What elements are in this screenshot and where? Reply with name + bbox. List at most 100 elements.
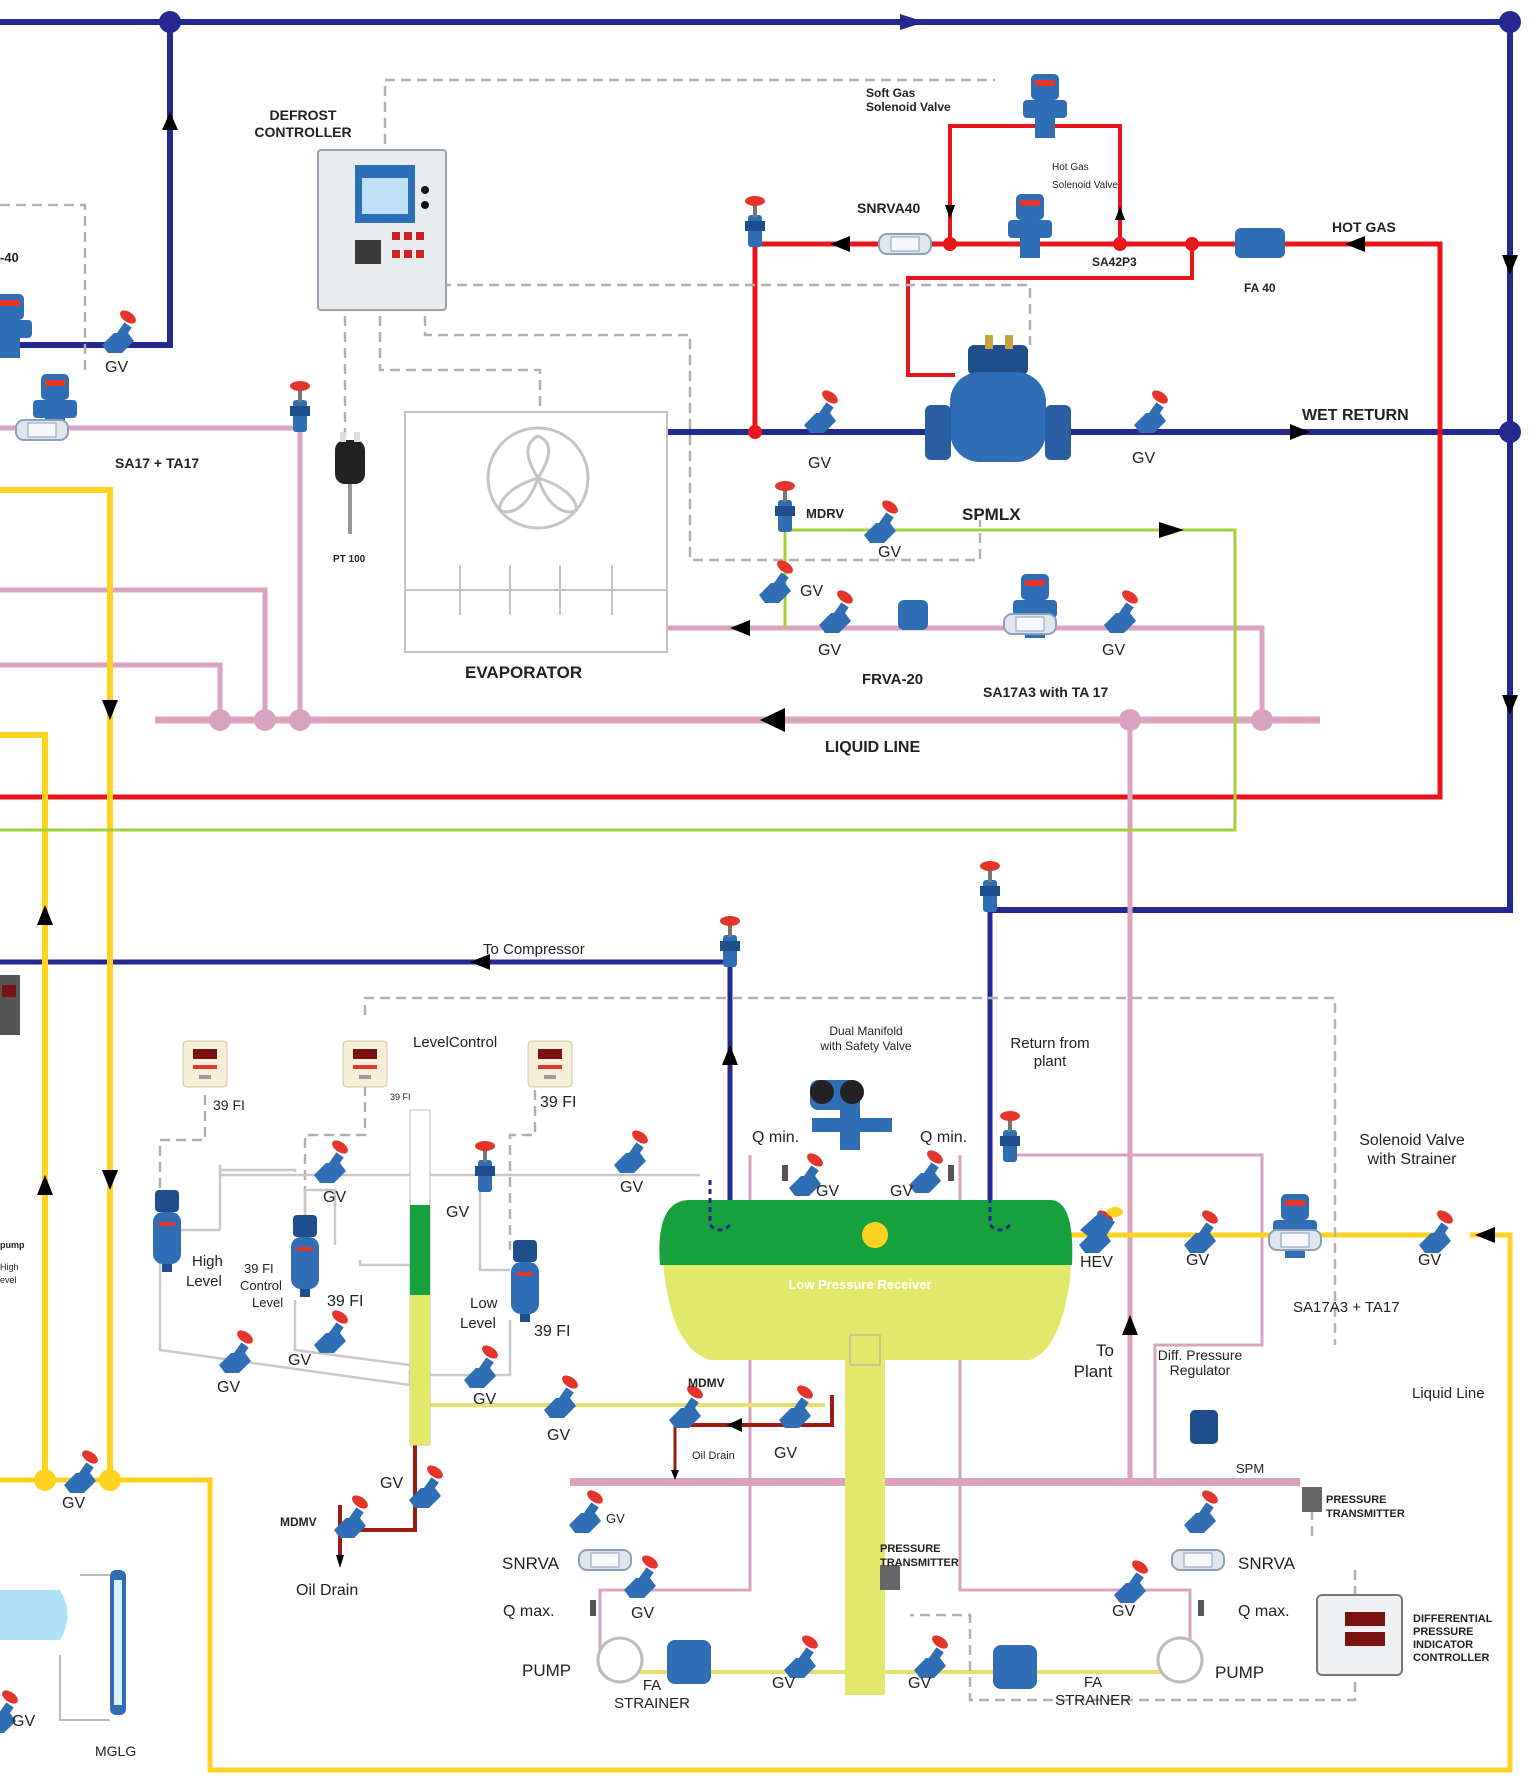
- dpic-label: DIFFERENTIAL: [1413, 1613, 1493, 1625]
- gv-label: GV: [800, 583, 823, 600]
- gv-label: GV: [473, 1391, 496, 1408]
- level-control-label: LevelControl: [413, 1034, 497, 1051]
- mdmv-label: MDMV: [688, 1376, 725, 1390]
- fa-strainer-left-label: FA: [643, 1677, 661, 1694]
- sa17a3-ta17-lower-label: SA17A3 + TA17: [1293, 1299, 1400, 1316]
- spm-label: SPM: [1236, 1461, 1264, 1476]
- q-min-right-label: Q min.: [920, 1129, 967, 1146]
- frva20-label: FRVA-20: [862, 671, 923, 688]
- left-pump-label: pump: [0, 1240, 25, 1250]
- snrva40-label: SNRVA40: [857, 200, 921, 216]
- lp-receiver: [659, 1180, 1073, 1695]
- pt100-label: PT 100: [333, 554, 366, 565]
- components: [0, 74, 1456, 1733]
- wet-return-label: WET RETURN: [1302, 407, 1409, 424]
- gv-label: GV: [890, 1183, 913, 1200]
- gv-label: GV: [816, 1183, 839, 1200]
- low-level-label-2: Level: [460, 1315, 496, 1332]
- dpic-label-3: INDICATOR: [1413, 1639, 1473, 1651]
- junction-dots: [34, 11, 1521, 1491]
- hot-gas-valve-label: Hot Gas: [1052, 162, 1089, 173]
- solenoid-strainer-label-2: with Strainer: [1367, 1151, 1458, 1168]
- gv-label: GV: [12, 1713, 35, 1730]
- snrva-left-label: SNRVA: [502, 1554, 560, 1573]
- gv-label: GV: [1132, 450, 1155, 467]
- pressure-transmitter-label: PRESSURE: [1326, 1494, 1387, 1506]
- to-compressor-label: To Compressor: [483, 941, 585, 958]
- q-min-left-label: Q min.: [752, 1129, 799, 1146]
- pt100-sensor: [335, 432, 365, 534]
- hev-label: HEV: [1080, 1254, 1113, 1271]
- flow-arrows: [37, 14, 1518, 1568]
- dual-manifold-safety-valve: [810, 1080, 892, 1150]
- liquid-line-lower-label: Liquid Line: [1412, 1385, 1485, 1402]
- dual-manifold-label-2: with Safety Valve: [819, 1039, 911, 1053]
- fa-strainer-right-label-2: STRAINER: [1055, 1692, 1131, 1709]
- left-pump-label-2: High: [0, 1262, 19, 1272]
- gv-label: GV: [808, 455, 831, 472]
- gv-label: GV: [631, 1605, 654, 1622]
- flow-lines: [0, 19, 1513, 1773]
- defrost-controller-label-2: CONTROLLER: [254, 124, 351, 140]
- left-edge-label: -40: [0, 250, 19, 265]
- hot-gas-label: HOT GAS: [1332, 219, 1396, 235]
- low-level-label: Low: [470, 1295, 498, 1312]
- spmlx-valve: [925, 335, 1071, 462]
- level-gauge-column: [409, 1109, 431, 1446]
- dpic-controller: [1316, 1594, 1403, 1676]
- diagram-labels: DEFROST CONTROLLER Soft Gas Solenoid Val…: [0, 86, 1493, 1759]
- return-from-plant-label: Return from: [1010, 1035, 1089, 1052]
- gv-label: GV: [323, 1189, 346, 1206]
- oil-drain-label: Oil Drain: [692, 1450, 735, 1462]
- solenoid-strainer-label: Solenoid Valve: [1359, 1132, 1465, 1149]
- mdmv-left-label: MDMV: [280, 1515, 317, 1529]
- sa17-ta17-label: SA17 + TA17: [115, 455, 199, 471]
- fi-39-label: 39 FI: [540, 1094, 576, 1111]
- fi-39-label: 39 FI: [213, 1097, 245, 1113]
- fi-39-control-label: 39 FI: [327, 1293, 363, 1310]
- sa42p3-label: SA42P3: [1092, 255, 1137, 269]
- defrost-controller: [317, 149, 447, 311]
- fa-strainer-left-label-2: STRAINER: [614, 1695, 690, 1712]
- high-level-label: High: [192, 1253, 223, 1270]
- fi-39-low-label: 39 FI: [534, 1323, 570, 1340]
- diff-pressure-regulator-label: Diff. Pressure: [1158, 1347, 1243, 1363]
- mglg-label: MGLG: [95, 1743, 136, 1759]
- snrva-right-label: SNRVA: [1238, 1554, 1296, 1573]
- dual-manifold-label: Dual Manifold: [829, 1024, 902, 1038]
- spmlx-label: SPMLX: [962, 505, 1021, 524]
- gv-label: GV: [288, 1352, 311, 1369]
- fa40-label: FA 40: [1244, 281, 1276, 295]
- high-level-label-2: Level: [186, 1273, 222, 1290]
- q-max-left-label: Q max.: [503, 1603, 555, 1620]
- gv-label: GV: [772, 1675, 795, 1692]
- pump-right-label: PUMP: [1215, 1663, 1264, 1682]
- gv-label: GV: [1102, 642, 1125, 659]
- gv-label: GV: [446, 1204, 469, 1221]
- mdrv-label: MDRV: [806, 506, 844, 521]
- pump-left-label: PUMP: [522, 1661, 571, 1680]
- left-pump-label-3: evel: [0, 1275, 17, 1285]
- fi-39-small-label: 39 FI: [390, 1092, 411, 1102]
- pressure-transmitter-label-2: TRANSMITTER: [1326, 1508, 1405, 1520]
- gv-label: GV: [547, 1427, 570, 1444]
- evaporator: [404, 411, 668, 653]
- gv-label: GV: [818, 642, 841, 659]
- fa-strainer-right-label: FA: [1084, 1674, 1102, 1691]
- hot-gas-valve-label-2: Solenoid Valve: [1052, 180, 1118, 191]
- gv-label: GV: [217, 1379, 240, 1396]
- gv-label: GV: [1186, 1252, 1209, 1269]
- sa17a3-ta17-label: SA17A3 with TA 17: [983, 684, 1108, 700]
- q-max-right-label: Q max.: [1238, 1603, 1290, 1620]
- return-from-plant-label-2: plant: [1034, 1053, 1067, 1070]
- control-level-label: 39 FI: [244, 1261, 274, 1276]
- soft-gas-valve-label: Soft Gas: [866, 86, 916, 100]
- gv-label: GV: [620, 1179, 643, 1196]
- evaporator-label: EVAPORATOR: [465, 663, 582, 682]
- pumps: [596, 1636, 1204, 1689]
- liquid-line-label: LIQUID LINE: [825, 739, 920, 756]
- gv-label: GV: [1418, 1252, 1441, 1269]
- gv-label: GV: [105, 359, 128, 376]
- pressure-transmitter-mid-label-2: TRANSMITTER: [880, 1557, 959, 1569]
